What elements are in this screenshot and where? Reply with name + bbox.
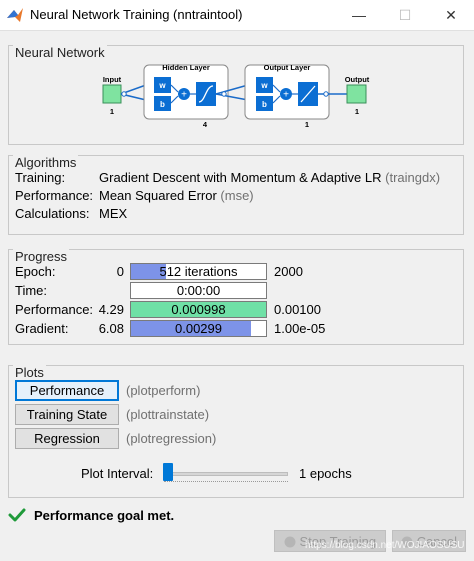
output-size: 1 — [355, 107, 359, 116]
svg-text:+: + — [283, 90, 289, 101]
output-weight-block — [256, 77, 273, 93]
progress-row-label: Gradient: — [15, 321, 69, 336]
stop-icon — [284, 536, 296, 547]
plot-interval-track[interactable] — [164, 472, 288, 476]
progress-row-start: 6.08 — [98, 321, 124, 336]
training-value: Gradient Descent with Momentum & Adaptiv… — [99, 170, 441, 185]
plottrainstate-fn: (plottrainstate) — [126, 407, 210, 422]
plot-interval-slider[interactable] — [163, 463, 173, 481]
output-label: Output — [345, 75, 370, 84]
progress-bar-fill — [131, 264, 166, 279]
progress-bar: 512 iterations — [130, 263, 267, 280]
progress-bar-fill — [131, 302, 266, 317]
input-node — [102, 84, 122, 104]
svg-text:b: b — [262, 100, 267, 109]
hidden-weight-block — [154, 77, 171, 93]
matlab-icon — [7, 8, 23, 22]
calculations-label: Calculations: — [15, 206, 90, 221]
status-message: Performance goal met. — [34, 508, 175, 523]
close-button[interactable]: ✕ — [445, 7, 457, 23]
hidden-layer-label: Hidden Layer — [162, 63, 210, 72]
progress-row-end: 1.00e-05 — [274, 321, 326, 336]
svg-text:+: + — [181, 90, 187, 101]
network-diagram: Input 1 Hidden Layer w b + 4 Output Laye… — [102, 63, 370, 129]
progress-bar-text: 0.00299 — [175, 321, 222, 336]
window-title: Neural Network Training (nntraintool) — [30, 7, 243, 22]
progress-bar-text: 0:00:00 — [176, 283, 221, 298]
svg-text:b: b — [160, 100, 165, 109]
progress-bar: 0:00:00 — [130, 282, 267, 299]
panel-title: Progress — [13, 249, 70, 264]
plotregression-fn: (plotregression) — [126, 431, 217, 446]
neural-network-panel: Neural Network — [8, 45, 464, 145]
plot-interval-value: 1 epochs — [299, 466, 352, 481]
panel-title: Plots — [13, 365, 46, 380]
svg-text:w: w — [260, 81, 268, 90]
cancel-label: Cancel — [416, 533, 458, 549]
progress-bar-fill — [131, 321, 252, 336]
calculations-value: MEX — [99, 206, 128, 221]
hidden-bias-block — [154, 96, 171, 111]
stop-training-label: Stop Training — [299, 533, 377, 549]
watermark: https://blog.csdn.net/WOJIAOSUSU — [305, 540, 465, 551]
output-bias-block — [256, 96, 273, 111]
progress-bar-text: 0.000998 — [171, 302, 226, 317]
progress-row-start: 0 — [116, 264, 124, 279]
input-label: Input — [103, 75, 122, 84]
output-layer-label: Output Layer — [264, 63, 311, 72]
progress-bar: 0.00299 — [130, 320, 267, 337]
minimize-button[interactable]: — — [352, 7, 366, 23]
training-label: Training: — [15, 170, 66, 185]
panel-title: Algorithms — [13, 155, 79, 170]
stop-training-button[interactable]: Stop Training — [274, 530, 386, 552]
progress-row-start: 4.29 — [98, 302, 124, 317]
panel-title: Neural Network — [13, 45, 107, 60]
progress-row-label: Epoch: — [15, 264, 56, 279]
performance-label: Performance: — [15, 188, 94, 203]
cancel-button[interactable]: Cancel — [392, 530, 466, 552]
checkmark-icon — [8, 508, 26, 522]
output-node — [346, 84, 367, 104]
plot-performance-button[interactable]: Performance — [15, 380, 119, 401]
progress-row-end: 2000 — [274, 264, 303, 279]
maximize-button[interactable]: ☐ — [398, 7, 412, 23]
progress-row-end: 0.00100 — [274, 302, 321, 317]
output-sum-node — [280, 88, 292, 100]
plot-training-state-button[interactable]: Training State — [15, 404, 119, 425]
progress-bar: 0.000998 — [130, 301, 267, 318]
plot-regression-button[interactable]: Regression — [15, 428, 119, 449]
plotperform-fn: (plotperform) — [126, 383, 201, 398]
title-bar: Neural Network Training (nntraintool) — … — [0, 0, 474, 31]
output-layer-size: 1 — [305, 120, 309, 129]
hidden-layer-size: 4 — [203, 120, 208, 129]
algorithms-panel: Algorithms — [8, 155, 464, 235]
plot-interval-label: Plot Interval: — [81, 466, 154, 481]
performance-value: Mean Squared Error (mse) — [99, 188, 254, 203]
cancel-icon — [401, 536, 413, 547]
progress-bar-text: 512 iterations — [159, 264, 238, 279]
progress-row-label: Time: — [15, 283, 48, 298]
progress-row-label: Performance: — [15, 302, 94, 317]
plot-interval-ticks — [164, 481, 288, 485]
svg-text:w: w — [158, 81, 166, 90]
hidden-sum-node — [178, 88, 190, 100]
input-size: 1 — [110, 107, 114, 116]
